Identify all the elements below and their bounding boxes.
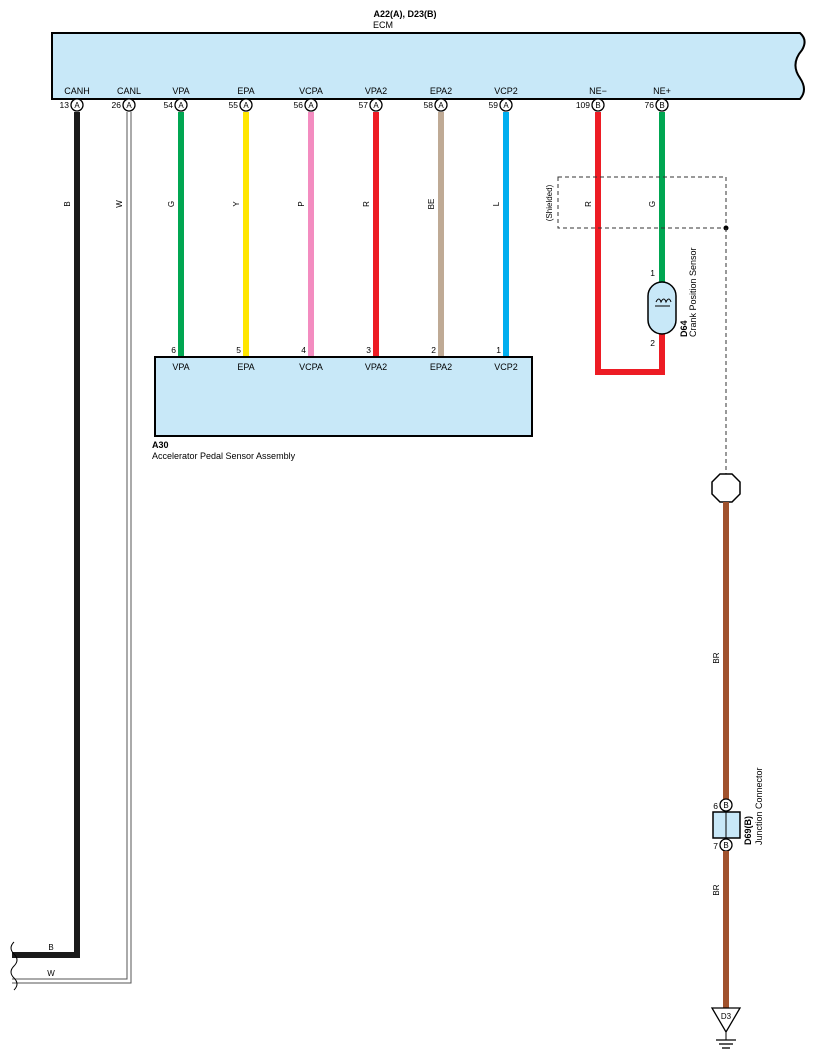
wire-code: R [362,201,371,207]
ecm-pin-label: EPA [237,86,254,96]
ecm-pin-109: 109 B [576,98,605,112]
junction-id: D69(B) [743,816,753,845]
wire-code: L [492,201,501,206]
ground-icon [716,1032,736,1049]
accel-pin-num: 1 [496,345,501,355]
ecm-pin-connector: A [243,101,249,110]
wire-code: BR [712,652,721,663]
ecm-pin-number: 26 [112,100,122,110]
ecm-pin-number: 55 [229,100,239,110]
wire-code: BR [712,884,721,895]
accel-pin-num: 3 [366,345,371,355]
left-wire-b-label: B [48,943,53,952]
wire-canl-inner [12,112,131,983]
ecm-pin-number: 54 [164,100,174,110]
accel-sensor-box [154,356,533,437]
ecm-pin-54: 54 A [164,98,188,112]
ecm-pin-connector: B [595,101,600,110]
accel-pin-label: VPA [172,362,189,372]
wire-canh [12,112,80,958]
ecm-pin-76: 76 B [645,98,669,112]
crank-name: Crank Position Sensor [688,247,698,337]
wire-code: W [115,200,124,208]
ecm-pin-number: 56 [294,100,304,110]
ecm-pin-connector: B [659,101,664,110]
ecm-pin-55: 55 A [229,98,253,112]
junction-pin-top: 6 B [713,798,733,812]
ecm-pin-label: CANL [117,86,141,96]
wire-canl [12,112,132,984]
accel-pin-num: 6 [171,345,176,355]
ecm-title: A22(A), D23(B) [373,9,436,19]
accel-pin-num: 2 [431,345,436,355]
ecm-pin-connector: A [503,101,509,110]
wire-code: BE [427,199,436,210]
ecm-name: ECM [373,20,393,30]
ecm-pin-26: 26 A [112,98,136,112]
junction-pin-number: 7 [713,841,718,851]
accel-name: Accelerator Pedal Sensor Assembly [152,451,296,461]
junction-pin-number: 6 [713,801,718,811]
ecm-pin-57: 57 A [359,98,383,112]
crank-pin-top: 1 [650,268,655,278]
crank-sensor-body [647,281,677,335]
shield-connector [711,473,741,503]
ecm-pin-59: 59 A [489,98,513,112]
ecm-pin-number: 13 [60,100,70,110]
crank-id: D64 [679,320,689,337]
junction-pin-bottom: 7 B [713,838,733,852]
ecm-pin-number: 109 [576,100,590,110]
wire-code: G [648,201,657,207]
ecm-pin-connector: A [438,101,444,110]
ecm-pin-connector: A [74,101,80,110]
junction-name: Junction Connector [754,767,764,845]
ecm-pin-13: 13 A [60,98,84,112]
ecm-pin-label: VPA [172,86,189,96]
accel-pin-label: EPA [237,362,254,372]
ecm-pin-label: NE+ [653,86,671,96]
accel-pin-num: 4 [301,345,306,355]
junction-pin-connector: B [723,801,728,810]
ecm-pin-number: 57 [359,100,369,110]
ecm-pin-label: VPA2 [365,86,387,96]
wire-ne-minus [595,112,665,375]
ecm-pin-label: NE− [589,86,607,96]
ecm-pin-label: CANH [64,86,90,96]
accel-pin-label: EPA2 [430,362,452,372]
ecm-pin-label: EPA2 [430,86,452,96]
ecm-pin-connector: A [373,101,379,110]
wire-code: Y [232,201,241,207]
accel-pin-label: VCPA [299,362,323,372]
ecm-box [51,32,806,100]
accel-pin-label: VPA2 [365,362,387,372]
ecm-pin-label: VCP2 [494,86,518,96]
ecm-pin-number: 76 [645,100,655,110]
ground-id: D3 [721,1012,732,1021]
ground-triangle [710,1007,742,1034]
junction-pin-connector: B [723,841,728,850]
wire-code: R [584,201,593,207]
ecm-pin-connector: A [308,101,314,110]
coil-icon [655,298,672,304]
left-wire-w-label: W [47,969,55,978]
wire-code: P [297,201,306,206]
ecm-pin-58: 58 A [424,98,448,112]
wire-code: B [63,201,72,206]
ecm-pin-label: VCPA [299,86,323,96]
shield-label: (Shielded) [545,184,554,221]
crank-pin-bottom: 2 [650,338,655,348]
accel-pin-num: 5 [236,345,241,355]
accel-id: A30 [152,440,169,450]
ecm-pin-connector: A [126,101,132,110]
ecm-pin-56: 56 A [294,98,318,112]
wire-code: G [167,201,176,207]
wire-break-mark [10,941,18,991]
ecm-pin-connector: A [178,101,184,110]
ecm-pin-number: 59 [489,100,499,110]
ecm-pin-number: 58 [424,100,434,110]
accel-pin-label: VCP2 [494,362,518,372]
